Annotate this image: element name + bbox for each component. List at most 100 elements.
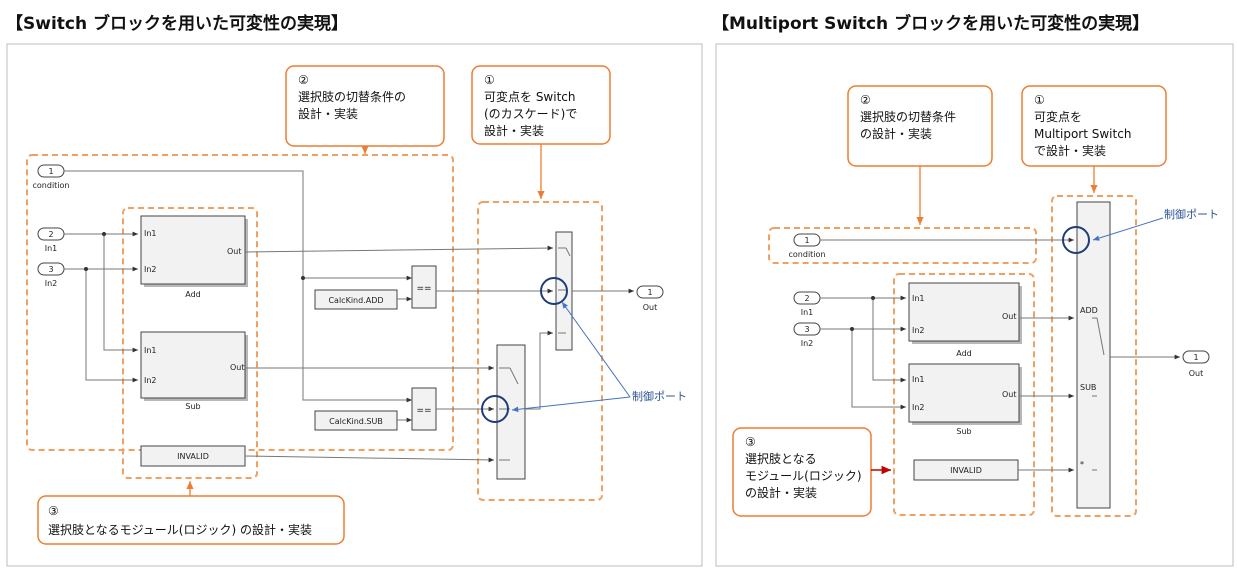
right-multiport-switch[interactable]: ADD SUB * bbox=[1076, 201, 1111, 509]
svg-text:INVALID: INVALID bbox=[177, 452, 209, 461]
right-diagram-panel: 1 condition 2 In1 3 In2 In1 In2 Out Add … bbox=[715, 43, 1234, 567]
svg-text:INVALID: INVALID bbox=[950, 466, 982, 475]
left-outport[interactable]: 1 Out bbox=[636, 285, 664, 312]
svg-text:==: == bbox=[416, 406, 431, 416]
svg-text:Add: Add bbox=[956, 349, 972, 358]
svg-text:In2: In2 bbox=[801, 339, 814, 348]
left-switch-upper[interactable] bbox=[555, 231, 573, 351]
svg-text:ADD: ADD bbox=[1080, 306, 1098, 315]
svg-text:Out: Out bbox=[1002, 390, 1017, 399]
left-invalid-block[interactable]: INVALID bbox=[140, 445, 246, 467]
right-switch-group bbox=[1051, 195, 1137, 517]
svg-text:In1: In1 bbox=[144, 229, 157, 238]
svg-text:*: * bbox=[1080, 460, 1084, 469]
left-panel-title: 【Switch ブロックを用いた可変性の実現】 bbox=[6, 14, 348, 34]
svg-text:Out: Out bbox=[230, 363, 245, 372]
svg-text:Sub: Sub bbox=[185, 402, 200, 411]
svg-text:(のカスケード)で: (のカスケード)で bbox=[484, 107, 577, 121]
left-eq-block-1[interactable]: == bbox=[411, 265, 437, 309]
svg-text:CalcKind.ADD: CalcKind.ADD bbox=[328, 296, 383, 305]
right-add-block[interactable]: In1 In2 Out Add bbox=[908, 282, 1022, 358]
right-module-group bbox=[893, 273, 1035, 516]
svg-text:In1: In1 bbox=[45, 244, 58, 253]
svg-text:①: ① bbox=[1034, 93, 1045, 107]
svg-text:可変点を Switch: 可変点を Switch bbox=[484, 89, 576, 104]
right-wires bbox=[820, 237, 1180, 473]
right-sub-block[interactable]: In1 In2 Out Sub bbox=[908, 363, 1022, 436]
left-control-port-ring-1 bbox=[540, 277, 568, 305]
svg-text:設計・実装: 設計・実装 bbox=[298, 106, 358, 121]
svg-text:In2: In2 bbox=[144, 265, 157, 274]
svg-text:In2: In2 bbox=[912, 326, 925, 335]
svg-text:==: == bbox=[416, 284, 431, 294]
svg-text:③: ③ bbox=[48, 504, 59, 518]
svg-text:の設計・実装: の設計・実装 bbox=[745, 485, 817, 500]
svg-text:Multiport Switch: Multiport Switch bbox=[1034, 127, 1131, 141]
svg-text:CalcKind.SUB: CalcKind.SUB bbox=[329, 417, 383, 426]
svg-text:選択肢となるモジュール(ロジック) の設計・実装: 選択肢となるモジュール(ロジック) の設計・実装 bbox=[48, 522, 312, 537]
svg-text:モジュール(ロジック): モジュール(ロジック) bbox=[745, 469, 862, 483]
right-panel-title: 【Multiport Switch ブロックを用いた可変性の実現】 bbox=[712, 14, 1150, 34]
svg-text:Out: Out bbox=[227, 247, 242, 256]
svg-text:Out: Out bbox=[1189, 369, 1204, 378]
right-callout-3: ③ 選択肢となる モジュール(ロジック) の設計・実装 bbox=[732, 427, 872, 517]
right-callout-2: ② 選択肢の切替条件 の設計・実装 bbox=[847, 85, 993, 167]
svg-text:In1: In1 bbox=[912, 375, 925, 384]
svg-text:In1: In1 bbox=[801, 308, 814, 317]
svg-text:Out: Out bbox=[643, 303, 658, 312]
svg-text:可変点を: 可変点を bbox=[1034, 109, 1082, 124]
svg-text:In1: In1 bbox=[144, 346, 157, 355]
right-inport-in1[interactable]: 2 In1 bbox=[793, 291, 821, 317]
left-switch-group bbox=[477, 201, 603, 501]
left-const-calc-add[interactable]: CalcKind.ADD bbox=[314, 289, 398, 310]
left-control-port-ring-2 bbox=[481, 395, 509, 423]
svg-text:In2: In2 bbox=[912, 403, 925, 412]
svg-text:選択肢の切替条件: 選択肢の切替条件 bbox=[860, 109, 956, 124]
left-switch-lower[interactable] bbox=[496, 344, 526, 480]
svg-text:3: 3 bbox=[48, 265, 53, 274]
left-wires bbox=[64, 170, 634, 463]
svg-text:Out: Out bbox=[1002, 312, 1017, 321]
svg-text:選択肢の切替条件の: 選択肢の切替条件の bbox=[298, 89, 406, 104]
left-add-block[interactable]: In1 In2 Out Add bbox=[140, 215, 248, 299]
svg-text:2: 2 bbox=[48, 230, 53, 239]
right-control-port-ring bbox=[1062, 226, 1090, 254]
svg-text:の設計・実装: の設計・実装 bbox=[860, 126, 932, 141]
svg-text:②: ② bbox=[298, 73, 309, 87]
left-callout-3: ③ 選択肢となるモジュール(ロジック) の設計・実装 bbox=[37, 495, 345, 545]
left-const-calc-sub[interactable]: CalcKind.SUB bbox=[314, 410, 398, 431]
svg-text:選択肢となる: 選択肢となる bbox=[745, 451, 817, 466]
svg-text:3: 3 bbox=[804, 325, 809, 334]
svg-text:設計・実装: 設計・実装 bbox=[484, 123, 544, 138]
svg-text:In2: In2 bbox=[144, 376, 157, 385]
svg-text:Sub: Sub bbox=[956, 427, 971, 436]
svg-text:③: ③ bbox=[745, 435, 756, 449]
svg-text:Add: Add bbox=[185, 290, 201, 299]
svg-text:condition: condition bbox=[789, 250, 826, 259]
svg-text:1: 1 bbox=[48, 167, 53, 176]
left-callout-2: ② 選択肢の切替条件の 設計・実装 bbox=[285, 65, 445, 147]
svg-text:で設計・実装: で設計・実装 bbox=[1034, 143, 1106, 158]
svg-text:In2: In2 bbox=[45, 279, 58, 288]
svg-text:In1: In1 bbox=[912, 294, 925, 303]
left-module-group bbox=[122, 207, 258, 479]
left-callout-1: ① 可変点を Switch (のカスケード)で 設計・実装 bbox=[471, 65, 611, 145]
svg-text:SUB: SUB bbox=[1080, 383, 1096, 392]
left-diagram-panel: 1 condition 2 In1 3 In2 In1 In2 Out Add … bbox=[6, 43, 703, 567]
svg-text:1: 1 bbox=[647, 288, 652, 297]
left-control-port-label: 制御ポート bbox=[632, 389, 687, 403]
svg-text:①: ① bbox=[484, 73, 495, 87]
right-callout-1: ① 可変点を Multiport Switch で設計・実装 bbox=[1021, 85, 1167, 167]
svg-text:condition: condition bbox=[33, 181, 70, 190]
right-control-port-label: 制御ポート bbox=[1164, 207, 1219, 221]
left-eq-block-2[interactable]: == bbox=[411, 387, 437, 431]
svg-text:1: 1 bbox=[1193, 353, 1198, 362]
svg-text:1: 1 bbox=[804, 236, 809, 245]
right-invalid-block[interactable]: INVALID bbox=[913, 459, 1019, 481]
svg-text:2: 2 bbox=[804, 294, 809, 303]
right-outport[interactable]: 1 Out bbox=[1182, 350, 1210, 378]
right-condition-group bbox=[768, 227, 1037, 264]
left-sub-block[interactable]: In1 In2 Out Sub bbox=[140, 331, 248, 411]
svg-text:②: ② bbox=[860, 93, 871, 107]
